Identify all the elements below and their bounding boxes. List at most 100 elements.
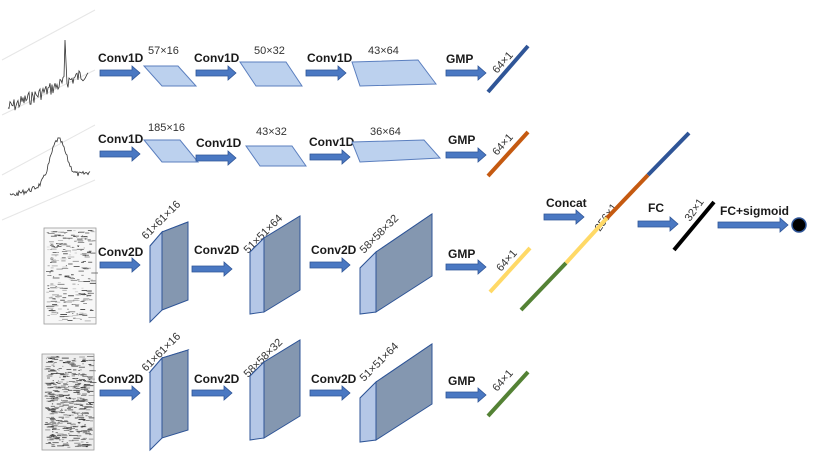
arrow-icon bbox=[445, 387, 487, 403]
image-texture-mark bbox=[73, 437, 80, 439]
image-texture-mark bbox=[65, 397, 67, 399]
image-texture-mark bbox=[89, 282, 96, 284]
image-texture-mark bbox=[48, 436, 53, 438]
image-texture-mark bbox=[73, 236, 76, 237]
image-texture-mark bbox=[77, 365, 81, 367]
image-texture-mark bbox=[84, 236, 88, 237]
image-texture-mark bbox=[77, 284, 79, 285]
image-texture-mark bbox=[78, 281, 84, 282]
image-texture-mark bbox=[88, 402, 95, 403]
image-texture-mark bbox=[89, 434, 93, 436]
image-texture-mark bbox=[69, 362, 72, 364]
image-texture-mark bbox=[50, 296, 54, 298]
image-texture-mark bbox=[79, 369, 82, 371]
image-texture-mark bbox=[71, 401, 74, 402]
image-texture-mark bbox=[47, 423, 51, 425]
image-texture-mark bbox=[44, 382, 52, 384]
image-texture-mark bbox=[61, 435, 68, 437]
image-texture-mark bbox=[62, 404, 69, 406]
image-texture-mark bbox=[56, 297, 60, 299]
image-texture-mark bbox=[46, 358, 47, 360]
image-texture-mark bbox=[78, 314, 83, 316]
image-texture-mark bbox=[89, 402, 91, 404]
concat-segment-orange bbox=[605, 173, 650, 220]
image-texture-mark bbox=[56, 394, 58, 396]
image-texture-mark bbox=[78, 231, 85, 233]
image-texture-mark bbox=[85, 415, 88, 417]
image-texture-mark bbox=[56, 372, 59, 374]
image-texture-mark bbox=[81, 253, 87, 255]
image-texture-mark bbox=[79, 398, 85, 400]
image-texture-mark bbox=[60, 373, 66, 375]
image-texture-mark bbox=[86, 295, 88, 297]
feature-map-2d-front bbox=[249, 360, 265, 441]
image-texture-mark bbox=[80, 389, 85, 390]
arrow-icon bbox=[195, 150, 237, 166]
image-texture-mark bbox=[50, 405, 55, 407]
image-texture-mark bbox=[79, 312, 84, 314]
dim-label: 50×32 bbox=[254, 45, 285, 57]
image-texture-mark bbox=[57, 283, 65, 285]
image-texture-mark bbox=[75, 294, 82, 296]
image-texture-mark bbox=[62, 376, 66, 378]
input-image-plot-2 bbox=[41, 353, 97, 451]
image-texture-mark bbox=[82, 360, 85, 362]
image-texture-mark bbox=[54, 391, 60, 392]
image-texture-mark bbox=[86, 294, 92, 296]
image-texture-mark bbox=[86, 390, 94, 392]
image-texture-mark bbox=[68, 295, 74, 297]
image-texture-mark bbox=[78, 408, 86, 410]
image-texture-mark bbox=[46, 246, 50, 248]
image-texture-mark bbox=[58, 394, 63, 396]
dim-label: 36×64 bbox=[370, 126, 401, 138]
image-texture-mark bbox=[88, 279, 93, 281]
image-texture-mark bbox=[78, 374, 80, 376]
image-texture-mark bbox=[89, 243, 93, 245]
image-texture-mark bbox=[71, 435, 78, 436]
image-texture-mark bbox=[59, 374, 64, 376]
op-label: Conv1D bbox=[307, 51, 353, 65]
image-texture-mark bbox=[45, 422, 48, 424]
image-texture-mark bbox=[56, 312, 59, 314]
image-texture-mark bbox=[65, 301, 72, 303]
image-texture-mark bbox=[51, 386, 59, 388]
image-texture-mark bbox=[62, 400, 68, 402]
image-texture-mark bbox=[63, 443, 69, 445]
image-texture-mark bbox=[49, 435, 56, 436]
image-texture-mark bbox=[73, 385, 80, 387]
spectrum-trace bbox=[9, 137, 91, 197]
image-texture-mark bbox=[78, 382, 82, 384]
image-texture-mark bbox=[50, 370, 57, 372]
image-texture-mark bbox=[51, 231, 58, 233]
image-texture-mark bbox=[79, 401, 85, 402]
image-texture-mark bbox=[59, 376, 61, 378]
image-texture-mark bbox=[57, 243, 62, 245]
image-texture-mark bbox=[88, 240, 94, 242]
image-texture-mark bbox=[58, 368, 62, 369]
image-texture-mark bbox=[46, 383, 52, 385]
image-texture-mark bbox=[72, 426, 78, 428]
arrow-icon bbox=[195, 65, 237, 81]
image-texture-mark bbox=[82, 358, 86, 360]
image-texture-mark bbox=[69, 415, 71, 417]
image-texture-mark bbox=[46, 291, 49, 293]
image-texture-mark bbox=[65, 372, 67, 374]
image-texture-mark bbox=[58, 429, 60, 430]
image-texture-mark bbox=[67, 422, 72, 424]
image-texture-mark bbox=[51, 399, 58, 401]
image-texture-mark bbox=[72, 304, 80, 305]
image-texture-mark bbox=[68, 311, 76, 313]
image-texture-mark bbox=[51, 373, 53, 375]
image-texture-mark bbox=[53, 428, 58, 430]
image-texture-mark bbox=[61, 251, 68, 252]
image-texture-mark bbox=[81, 438, 85, 440]
image-texture-mark bbox=[63, 253, 68, 255]
image-texture-mark bbox=[62, 373, 69, 375]
image-texture-mark bbox=[63, 375, 68, 377]
image-texture-mark bbox=[89, 299, 93, 301]
op-label: Conv2D bbox=[194, 372, 240, 386]
image-texture-mark bbox=[82, 376, 88, 377]
image-texture-mark bbox=[57, 421, 60, 423]
op-label: Conv1D bbox=[194, 51, 240, 65]
op-label: Conv1D bbox=[98, 51, 144, 65]
